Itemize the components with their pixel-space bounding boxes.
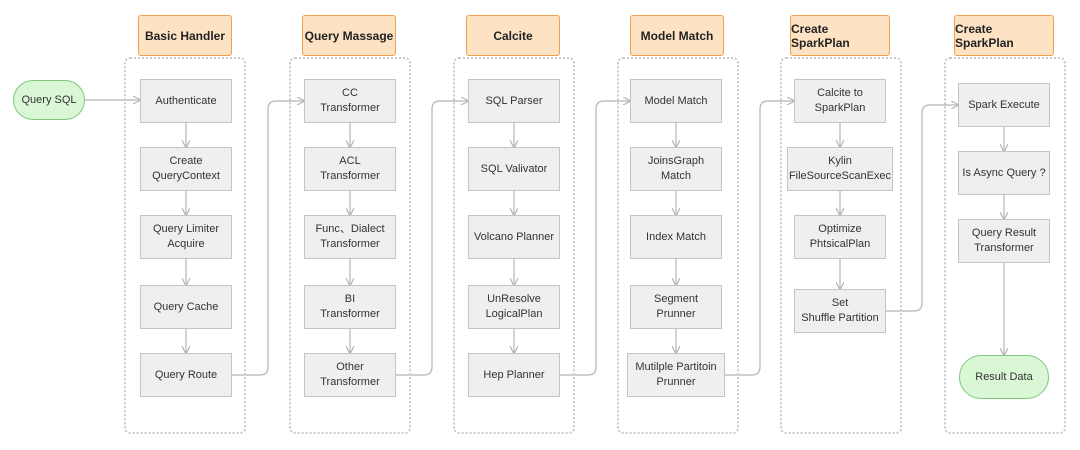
- step-volcano-planner: Volcano Planner: [468, 215, 560, 259]
- step-func-dialect-transformer: Func、Dialect Transformer: [304, 215, 396, 259]
- step-optimize-physicalplan: Optimize PhtsicalPlan: [794, 215, 886, 259]
- step-spark-execute: Spark Execute: [958, 83, 1050, 127]
- step-sql-valivator: SQL Valivator: [468, 147, 560, 191]
- step-multiple-partition-prunner: Mutilple Partitoin Prunner: [627, 353, 725, 397]
- step-segment-prunner: Segment Prunner: [630, 285, 722, 329]
- stage-group-create-sparkplan-1: [780, 57, 902, 434]
- stage-group-calcite: [453, 57, 575, 434]
- arrow-stage4-to-stage5: [725, 101, 794, 376]
- stage-header-create-sparkplan-2: Create SparkPlan: [954, 15, 1054, 56]
- step-calcite-to-sparkplan: Calcite to SparkPlan: [794, 79, 886, 123]
- stage-header-model-match: Model Match: [630, 15, 724, 56]
- step-cc-transformer: CC Transformer: [304, 79, 396, 123]
- start-node-query-sql: Query SQL: [13, 80, 85, 120]
- stage-header-query-massage: Query Massage: [302, 15, 396, 56]
- stage-group-basic-handler: [124, 57, 246, 434]
- stage-header-create-sparkplan-1: Create SparkPlan: [790, 15, 890, 56]
- step-authenticate: Authenticate: [140, 79, 232, 123]
- step-set-shuffle-partition: Set Shuffle Partition: [794, 289, 886, 333]
- step-joinsgraph-match: JoinsGraph Match: [630, 147, 722, 191]
- step-query-cache: Query Cache: [140, 285, 232, 329]
- stage-header-calcite: Calcite: [466, 15, 560, 56]
- arrow-stage3-to-stage4: [560, 101, 630, 376]
- step-unresolve-logicalplan: UnResolve LogicalPlan: [468, 285, 560, 329]
- step-sql-parser: SQL Parser: [468, 79, 560, 123]
- end-node-result-data: Result Data: [959, 355, 1049, 399]
- stage-group-create-sparkplan-2: [944, 57, 1066, 434]
- step-index-match: Index Match: [630, 215, 722, 259]
- step-query-limiter-acquire: Query Limiter Acquire: [140, 215, 232, 259]
- step-kylin-filesourcescanexec: Kylin FileSourceScanExec: [787, 147, 893, 191]
- step-model-match: Model Match: [630, 79, 722, 123]
- step-hep-planner: Hep Planner: [468, 353, 560, 397]
- step-is-async-query: Is Async Query ?: [958, 151, 1050, 195]
- stage-header-basic-handler: Basic Handler: [138, 15, 232, 56]
- step-query-route: Query Route: [140, 353, 232, 397]
- stage-group-query-massage: [289, 57, 411, 434]
- step-other-transformer: Other Transformer: [304, 353, 396, 397]
- stage-group-model-match: [617, 57, 739, 434]
- step-create-querycontext: Create QueryContext: [140, 147, 232, 191]
- arrow-stage2-to-stage3: [396, 101, 468, 376]
- arrow-stage5-to-stage6: [886, 105, 958, 312]
- step-bi-transformer: BI Transformer: [304, 285, 396, 329]
- arrow-stage1-to-stage2: [232, 101, 304, 376]
- step-query-result-transformer: Query Result Transformer: [958, 219, 1050, 263]
- step-acl-transformer: ACL Transformer: [304, 147, 396, 191]
